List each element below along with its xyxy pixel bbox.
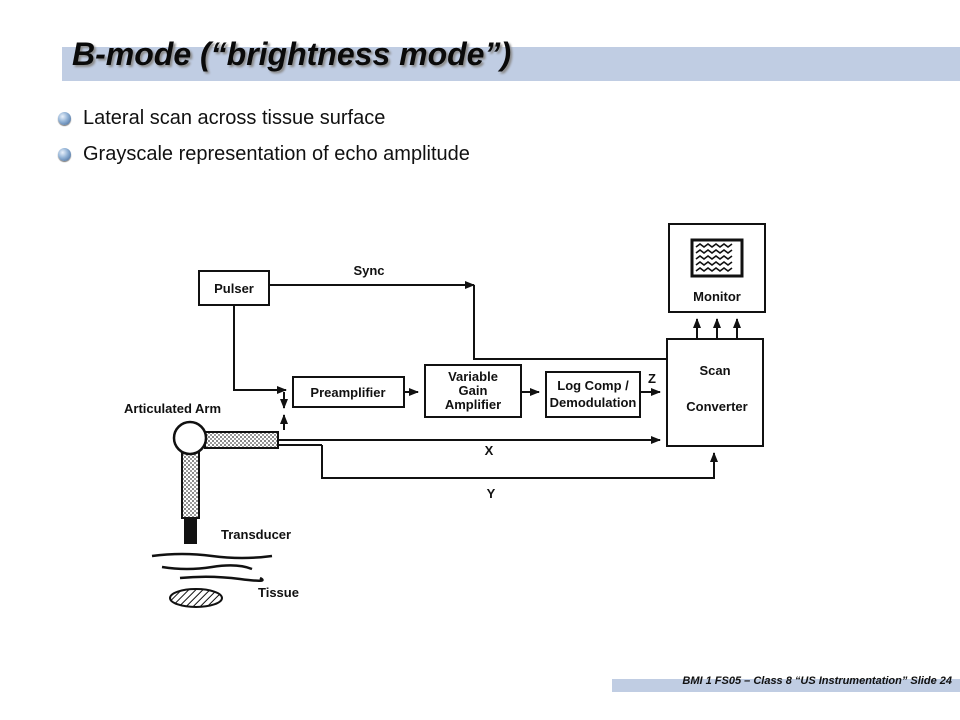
scan-label: Scan	[699, 363, 730, 378]
sync-label: Sync	[353, 263, 384, 278]
slide-footer: BMI 1 FS05 – Class 8 “US Instrumentation…	[682, 675, 952, 687]
bullet-dot-icon	[58, 111, 71, 125]
monitor-waveform-icon	[695, 243, 733, 272]
bullet-item: Lateral scan across tissue surface	[58, 100, 470, 136]
log-comp-box	[545, 371, 641, 418]
amplifier-label: Amplifier	[445, 397, 501, 412]
horizontal-arm-segment	[204, 431, 279, 449]
gain-label: Gain	[459, 383, 488, 398]
y-label: Y	[487, 486, 496, 501]
converter-label: Converter	[686, 399, 747, 414]
variable-label: Variable	[448, 369, 498, 384]
bullet-text: Grayscale representation of echo amplitu…	[83, 142, 470, 165]
bullet-item: Grayscale representation of echo amplitu…	[58, 136, 470, 172]
sync-to-scan-line	[473, 285, 667, 360]
transducer-probe-icon	[184, 518, 197, 544]
transducer-label: Transducer	[221, 527, 291, 542]
arm-joint-icon	[172, 420, 208, 456]
pulser-to-preamp-line	[233, 305, 287, 394]
bullet-dot-icon	[58, 147, 71, 161]
z-label: Z	[648, 371, 656, 386]
y-signal-line	[321, 445, 718, 479]
monitor-label: Monitor	[693, 289, 741, 304]
vertical-arm-segment	[181, 447, 200, 519]
monitor-screen-icon	[690, 238, 744, 278]
articulated-arm-label: Articulated Arm	[124, 401, 221, 416]
scan-converter-box	[666, 338, 764, 447]
slide-title: B-mode (“brightness mode”)	[72, 36, 512, 72]
bullet-list: Lateral scan across tissue surface Grays…	[58, 100, 470, 172]
preamplifier-label: Preamplifier	[310, 385, 385, 400]
x-label: X	[485, 443, 494, 458]
log-comp-label: Log Comp /	[557, 378, 629, 393]
monitor-box	[668, 223, 766, 313]
demodulation-label: Demodulation	[550, 395, 637, 410]
bullet-text: Lateral scan across tissue surface	[83, 106, 386, 129]
title-band	[62, 47, 960, 81]
footer-band	[612, 679, 960, 692]
pulser-label: Pulser	[214, 281, 254, 296]
tissue-layers-icon	[151, 552, 273, 582]
tissue-label: Tissue	[258, 585, 299, 600]
tissue-target-icon	[169, 588, 223, 608]
